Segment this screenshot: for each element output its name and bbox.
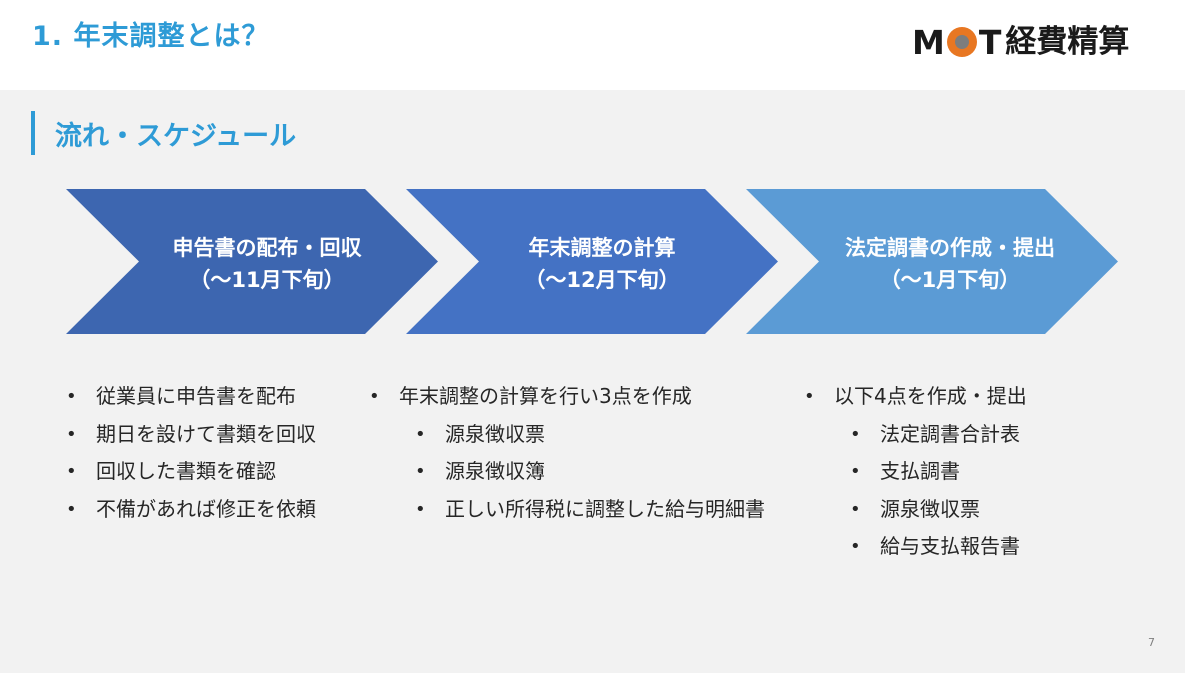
step-2-period: （～12月下旬）: [524, 268, 680, 292]
logo-letter-t: T: [978, 22, 1002, 62]
list-sub-item: 支払調書: [850, 453, 1027, 491]
list-item: 以下4点を作成・提出: [804, 378, 1027, 416]
step-2-text: 年末調整の計算 （～12月下旬）: [452, 232, 752, 296]
step-1-text: 申告書の配布・回収 （～11月下旬）: [117, 232, 417, 296]
step-3-period: （～1月下旬）: [879, 268, 1021, 292]
logo-letter-m: M: [912, 22, 945, 62]
list-sub-item: 正しい所得税に調整した給与明細書: [415, 491, 765, 529]
step-2-label: 年末調整の計算: [528, 236, 676, 260]
list-sub-item: 源泉徴収票: [850, 491, 1027, 529]
list-sub-item: 法定調書合計表: [850, 416, 1027, 454]
step-3-task-list: 以下4点を作成・提出 法定調書合計表 支払調書 源泉徴収票 給与支払報告書: [804, 378, 1027, 566]
list-item: 従業員に申告書を配布: [66, 378, 316, 416]
step-1-label: 申告書の配布・回収: [172, 236, 362, 260]
logo-ring-icon: [946, 27, 977, 57]
step-3-label: 法定調書の作成・提出: [845, 236, 1055, 260]
step-3-text: 法定調書の作成・提出 （～1月下旬）: [800, 232, 1100, 296]
list-item: 年末調整の計算を行い3点を作成: [369, 378, 765, 416]
section-title: 流れ・スケジュール: [55, 121, 297, 152]
step-1-period: （～11月下旬）: [189, 268, 345, 292]
list-sub-item: 源泉徴収票: [415, 416, 765, 454]
logo-product-name: 経費精算: [1005, 23, 1130, 60]
list-sub-item: 源泉徴収簿: [415, 453, 765, 491]
list-item: 不備があれば修正を依頼: [66, 491, 316, 529]
list-sub-item: 給与支払報告書: [850, 528, 1027, 566]
mot-logo: M T 経費精算: [912, 22, 1129, 62]
step-2-task-list: 年末調整の計算を行い3点を作成 源泉徴収票 源泉徴収簿 正しい所得税に調整した給…: [369, 378, 765, 529]
list-item: 回収した書類を確認: [66, 453, 316, 491]
section-accent-bar: [31, 111, 35, 155]
slide-title: 1. 年末調整とは？: [32, 21, 270, 52]
list-item: 期日を設けて書類を回収: [66, 416, 316, 454]
page-number: 7: [1148, 636, 1155, 649]
step-1-task-list: 従業員に申告書を配布 期日を設けて書類を回収 回収した書類を確認 不備があれば修…: [66, 378, 316, 529]
header-band: 1. 年末調整とは？ M T 経費精算: [0, 0, 1185, 90]
